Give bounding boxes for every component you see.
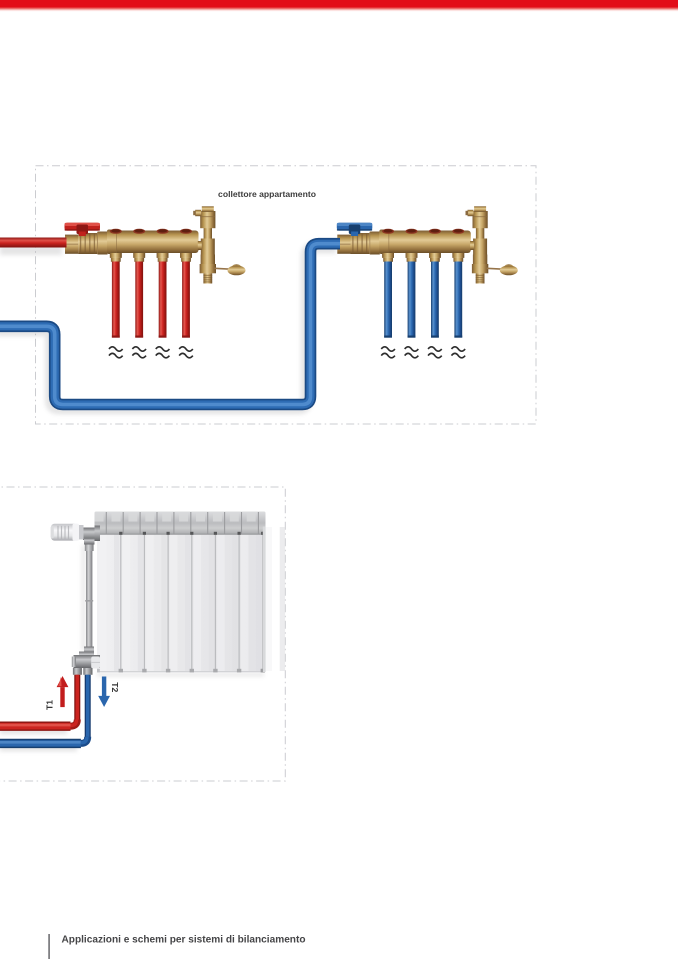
svg-text:collettore appartamento: collettore appartamento [218, 189, 316, 199]
svg-text:T1: T1 [45, 700, 55, 710]
svg-text:Applicazioni e schemi per sist: Applicazioni e schemi per sistemi di bil… [62, 935, 306, 946]
svg-text:T2: T2 [110, 682, 120, 692]
